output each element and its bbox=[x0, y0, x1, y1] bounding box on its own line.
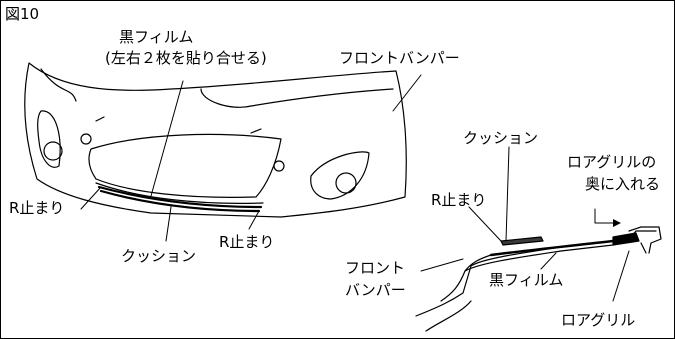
leader-r-stop-right bbox=[468, 206, 502, 242]
leader-r-stop-mid bbox=[248, 210, 260, 230]
label-black-film-note: (左右２枚を貼り合せる) bbox=[105, 49, 267, 67]
left-fog-lamp bbox=[43, 141, 63, 161]
leader-front-bumper bbox=[392, 74, 422, 112]
cushion-block bbox=[500, 236, 544, 246]
label-r-stop-mid: R止まり bbox=[219, 233, 275, 251]
leader-black-film-right bbox=[540, 252, 557, 270]
label-cushion-right: クッション bbox=[463, 129, 539, 147]
right-hole bbox=[273, 160, 285, 172]
left-hole bbox=[80, 133, 92, 145]
label-front-bumper-right-2: バンパー bbox=[345, 281, 406, 299]
label-lower-grille-insert-2: 奥に入れる bbox=[585, 175, 661, 193]
grille-lower-lip bbox=[95, 182, 264, 204]
leader-r-stop-left bbox=[80, 186, 102, 210]
leader-cushion-right bbox=[505, 146, 510, 242]
label-r-stop-left: R止まり bbox=[9, 199, 65, 217]
label-lower-grille: ロアグリル bbox=[561, 311, 636, 329]
leader-lower-grille bbox=[612, 250, 630, 302]
leader-cushion-bottom bbox=[165, 206, 172, 242]
bumper-top-edge bbox=[40, 68, 394, 108]
label-black-film-right: 黒フィルム bbox=[489, 271, 564, 289]
label-front-bumper-right-1: フロント bbox=[345, 259, 406, 277]
lower-grille-hook bbox=[628, 226, 662, 254]
left-fog-housing bbox=[37, 110, 61, 168]
leader-front-bumper-right bbox=[420, 258, 464, 272]
cushion-strip bbox=[97, 185, 263, 213]
right-fog-lamp bbox=[335, 172, 357, 194]
insert-arrow bbox=[594, 208, 620, 224]
right-fog-housing bbox=[310, 151, 370, 200]
label-black-film: 黒フィルム bbox=[119, 28, 194, 46]
section-inner bbox=[440, 240, 632, 302]
film-strip bbox=[489, 239, 615, 257]
label-cushion-bottom: クッション bbox=[121, 247, 197, 265]
label-r-stop-right: R止まり bbox=[431, 191, 487, 209]
clip-mark-left bbox=[95, 116, 262, 134]
grille-opening bbox=[88, 133, 282, 198]
section-lip bbox=[464, 254, 492, 272]
label-front-bumper: フロントバンパー bbox=[339, 49, 460, 67]
figure-number: 図10 bbox=[5, 5, 40, 23]
lower-grille-piece bbox=[612, 232, 640, 246]
leader-black-film bbox=[150, 80, 184, 197]
section-bottom bbox=[425, 300, 472, 332]
label-lower-grille-insert-1: ロアグリルの bbox=[567, 153, 657, 171]
front-bumper-outline bbox=[24, 62, 407, 218]
